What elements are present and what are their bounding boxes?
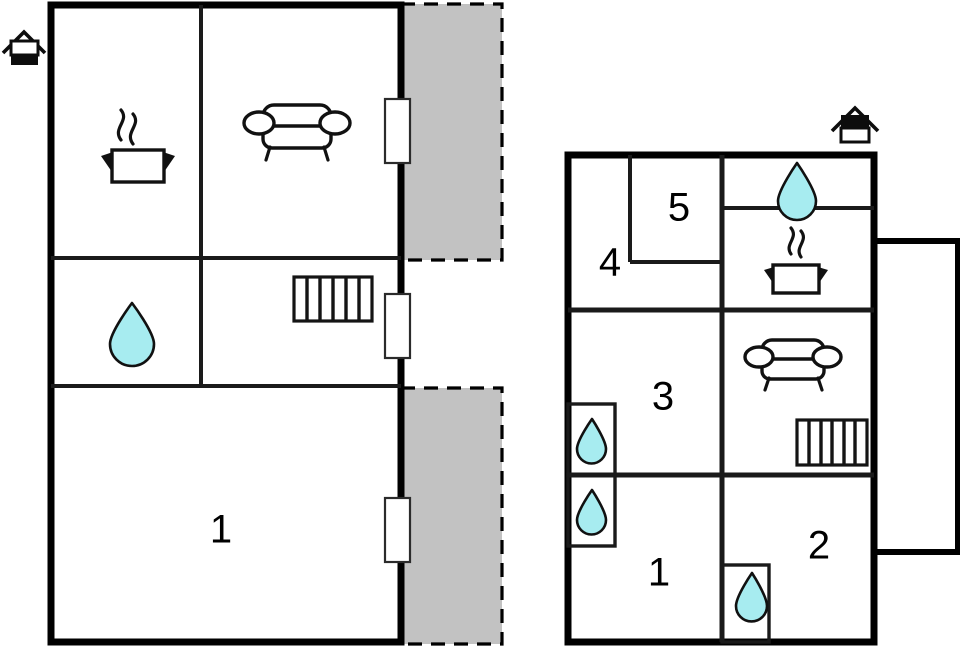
door-bottom[interactable]: [383, 496, 412, 564]
sofa-leg-right-icon: [322, 145, 330, 162]
water-drop-icon-right-bath-top: [776, 161, 818, 222]
extension-outline: [874, 238, 960, 555]
sofa-arm-left-icon: [242, 110, 276, 136]
closet-wc-lower-box: [566, 473, 617, 548]
north-house-icon-left: [1, 29, 47, 65]
house-base-icon: [11, 54, 38, 65]
sofa-arm-right-icon: [318, 110, 352, 136]
steam-line-a-icon: [787, 226, 795, 256]
water-drop-icon-left-bath: [108, 301, 156, 368]
water-drop-icon-closet-lower: [575, 488, 608, 536]
sofa-icon-right: [743, 338, 843, 392]
terrace-top: [399, 2, 504, 262]
room-label-right-5: 5: [668, 186, 690, 230]
sofa-icon-left: [242, 103, 352, 162]
radiator-icon-left: [292, 275, 374, 323]
pot-body-icon: [110, 148, 166, 184]
terrace-bottom: [399, 386, 504, 646]
room-label-right-1: 1: [648, 551, 670, 595]
cooking-pot-icon-right: [764, 226, 828, 295]
room-label-right-4: 4: [599, 241, 621, 285]
house-window-icon: [9, 39, 40, 57]
plan-right: 4 5 3 1 2: [564, 105, 960, 646]
sofa-arm-right-icon: [811, 345, 843, 369]
door-top[interactable]: [383, 97, 412, 165]
room-label-right-2: 2: [808, 524, 830, 568]
north-house-icon-right: [830, 105, 880, 144]
sofa-leg-right-icon: [816, 376, 824, 392]
steam-line-b-icon: [128, 112, 138, 146]
steam-line-a-icon: [116, 108, 126, 142]
water-drop-icon-closet-upper: [575, 417, 608, 465]
water-drop-icon-closet-bottom: [734, 571, 769, 623]
sofa-seat-icon: [760, 357, 826, 381]
cooking-pot-icon-left: [101, 108, 175, 184]
room-label-left-1: 1: [210, 508, 232, 552]
sofa-arm-left-icon: [743, 345, 775, 369]
house-roof-icon: [830, 105, 880, 133]
plan-left: 1: [1, 1, 504, 646]
radiator-icon-right: [795, 418, 869, 467]
pot-body-icon: [771, 263, 821, 295]
steam-line-b-icon: [797, 229, 805, 259]
door-mid[interactable]: [383, 292, 412, 360]
sofa-leg-left-icon: [763, 376, 771, 392]
sofa-seat-icon: [261, 124, 333, 150]
room-label-right-3: 3: [652, 375, 674, 419]
sofa-leg-left-icon: [264, 145, 272, 162]
house-base-icon: [841, 115, 869, 129]
house-window-icon: [839, 126, 871, 144]
closet-wc-bottom-box: [720, 563, 771, 644]
